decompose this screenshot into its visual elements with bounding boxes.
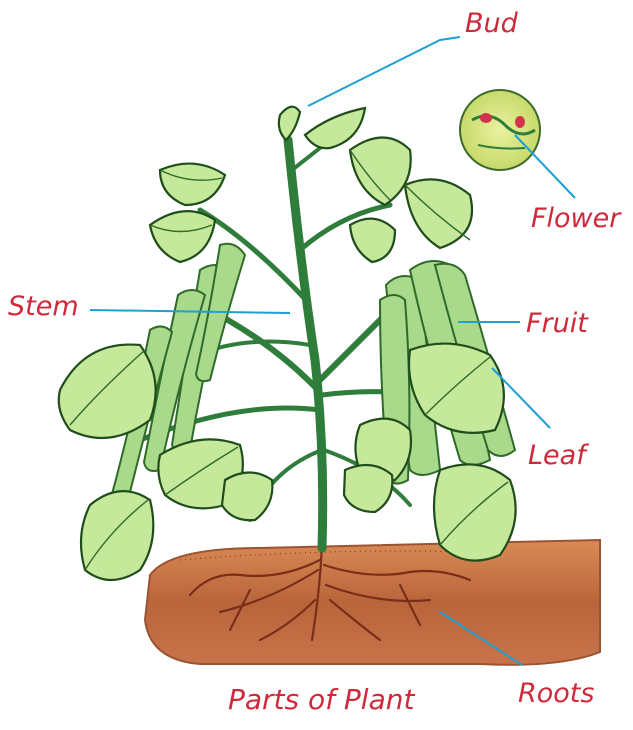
label-roots: Roots (518, 680, 594, 707)
label-leaf: Leaf (528, 442, 586, 469)
flower-inset (460, 90, 540, 170)
label-flower: Flower (531, 205, 620, 232)
diagram-caption: Parts of Plant (228, 686, 414, 714)
label-bud: Bud (465, 10, 518, 37)
soil (145, 540, 600, 665)
label-fruit: Fruit (526, 310, 588, 337)
label-stem: Stem (8, 293, 79, 320)
